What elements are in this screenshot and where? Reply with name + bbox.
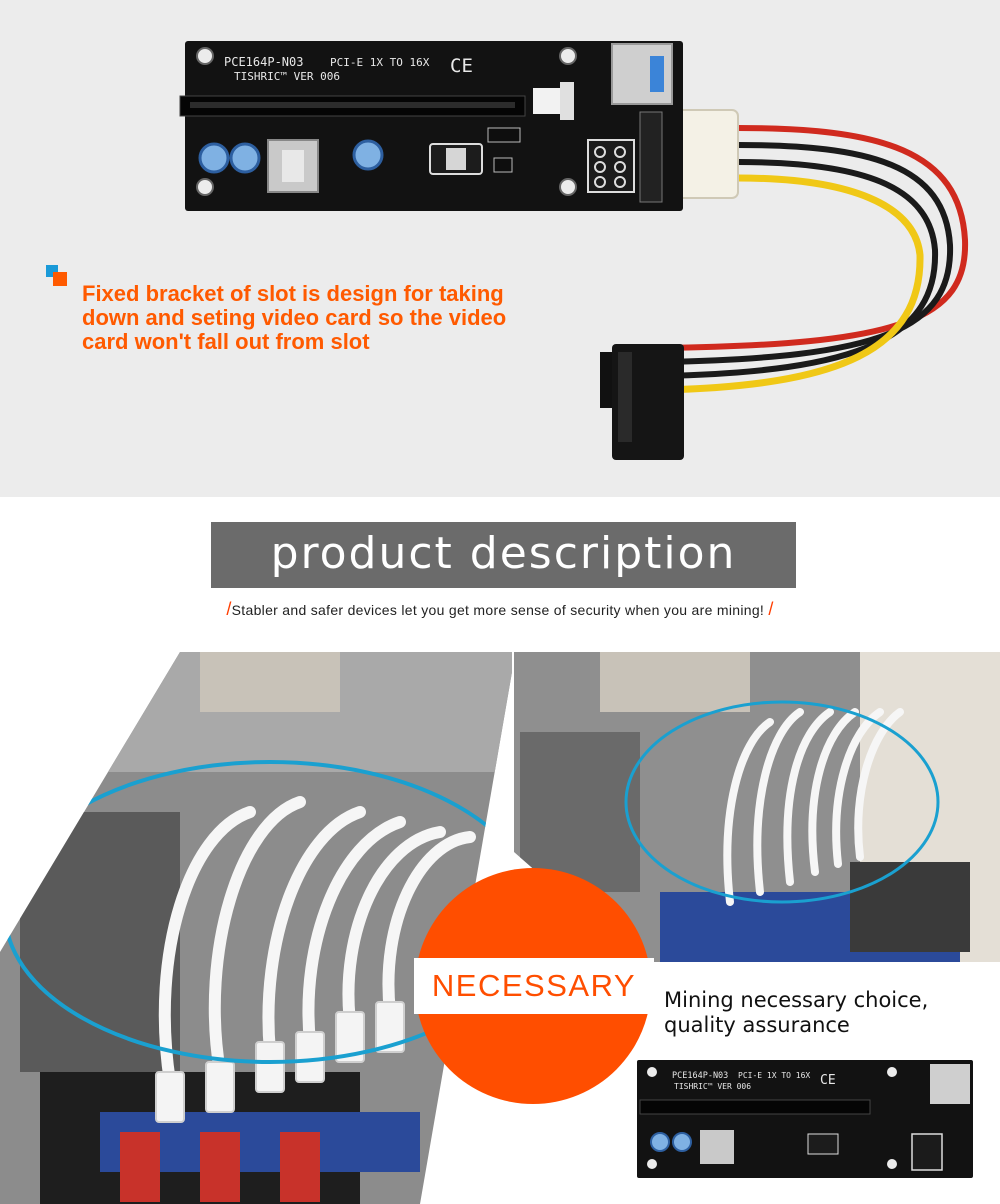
feature-description: Fixed bracket of slot is design for taki… <box>82 281 507 354</box>
thumb-spec-text: PCI-E 1X TO 16X <box>738 1071 810 1080</box>
right-rig-photo <box>514 652 1000 962</box>
thumb-brand-text: TISHRIC™ VER 006 <box>674 1082 751 1091</box>
sata-connector <box>600 344 684 460</box>
riser-card-illustration: PCE164P-N03 PCI-E 1X TO 16X TISHRIC™ VER… <box>179 41 969 460</box>
board-brand-text: TISHRIC™ VER 006 <box>234 70 340 83</box>
thumb-model-text: PCE164P-N03 <box>672 1071 728 1081</box>
riser-thumbnail: PCE164P-N03 PCI-E 1X TO 16X TISHRIC™ VER… <box>637 1060 973 1178</box>
photo-collage: PCE164P-N03 PCI-E 1X TO 16X TISHRIC™ VER… <box>0 652 1000 1204</box>
product-hero: PCE164P-N03 PCI-E 1X TO 16X TISHRIC™ VER… <box>0 0 1000 497</box>
mounting-holes <box>196 47 577 196</box>
board-spec-text: PCI-E 1X TO 16X <box>330 56 430 69</box>
necessary-label: NECESSARY <box>414 958 654 1014</box>
capacitors <box>198 139 384 174</box>
thumb-ce-mark: CE <box>820 1073 836 1088</box>
slash-right: / <box>768 599 774 619</box>
necessary-caption: Mining necessary choice, quality assuran… <box>664 988 929 1037</box>
power-cable <box>656 125 969 394</box>
ce-mark: CE <box>450 55 473 77</box>
section-title: product description <box>211 522 796 588</box>
section-tagline: /Stabler and safer devices let you get m… <box>0 599 1000 620</box>
square-bullet-icon <box>46 265 70 289</box>
tagline-text: Stabler and safer devices let you get mo… <box>231 602 765 618</box>
mining-rig-photos: PCE164P-N03 PCI-E 1X TO 16X TISHRIC™ VER… <box>0 652 1000 1204</box>
board-model-text: PCE164P-N03 <box>224 55 303 69</box>
slash-left: / <box>226 599 232 619</box>
